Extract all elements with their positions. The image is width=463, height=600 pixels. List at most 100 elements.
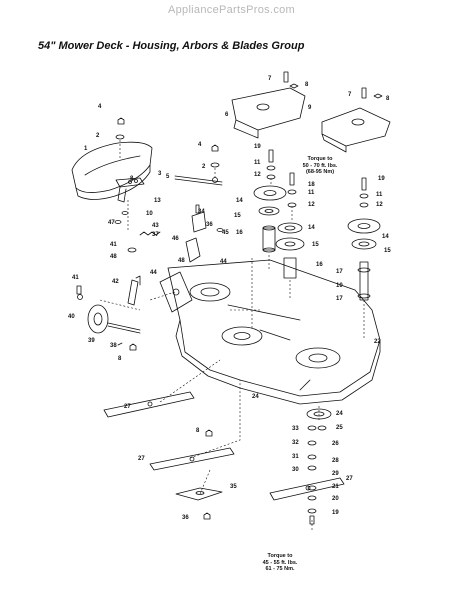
part-number-17b: 17 [336, 296, 343, 302]
part-number-12a: 12 [254, 172, 261, 178]
torque-callout-lower: Torque to 45 - 55 ft. lbs. 61 - 75 Nm. [250, 553, 310, 573]
part-number-4b: 4 [198, 142, 202, 148]
part-number-42: 42 [112, 279, 119, 285]
part-number-15b: 15 [312, 242, 319, 248]
part-number-38: 38 [110, 343, 117, 349]
spindle-hardware-lower [306, 408, 332, 525]
hardware-center [210, 144, 220, 168]
part-number-21: 21 [332, 484, 339, 490]
part-number-28: 28 [332, 458, 339, 464]
torque-upper-line-1: Torque to [307, 156, 333, 162]
pulley-stack-left [253, 149, 287, 253]
part-number-11b: 11 [308, 190, 315, 196]
part-number-12c: 12 [376, 202, 383, 208]
part-number-44a: 44 [150, 270, 157, 276]
torque-upper-line-3: (68-95 Nm) [305, 169, 335, 175]
part-number-11a: 11 [254, 160, 261, 166]
part-number-20: 20 [332, 496, 339, 502]
part-number-27c: 27 [346, 476, 353, 482]
deck-lift-bracket [159, 237, 201, 313]
small-brackets [191, 204, 224, 233]
part-number-27b: 27 [138, 456, 145, 462]
hanger-bracket [115, 177, 145, 203]
part-number-8e: 8 [196, 428, 200, 434]
page-title: 54" Mower Deck - Housing, Arbors & Blade… [38, 40, 305, 52]
part-number-31: 31 [292, 454, 299, 460]
part-number-29: 29 [332, 471, 339, 477]
part-number-48a: 48 [110, 254, 117, 260]
pulley-stack-middle [275, 172, 305, 279]
torque-lower-line-2: 45 - 55 ft. lbs. [262, 559, 298, 566]
part-number-17a: 17 [336, 269, 343, 275]
part-number-43: 43 [152, 223, 159, 229]
part-number-40: 40 [68, 314, 75, 320]
mower-blade-center [149, 447, 235, 471]
hardware-4-2 [115, 117, 125, 140]
part-number-12b: 12 [308, 202, 315, 208]
part-number-8b: 8 [386, 96, 390, 102]
part-number-22: 22 [374, 339, 381, 345]
part-number-35: 35 [230, 484, 237, 490]
part-number-46: 46 [172, 236, 179, 242]
part-number-9: 9 [308, 105, 312, 111]
part-number-39: 39 [88, 338, 95, 344]
part-number-44b: 44 [220, 259, 227, 265]
part-number-1: 1 [84, 146, 88, 152]
site-watermark: AppliancePartsPros.com [167, 4, 296, 16]
part-number-11c: 11 [376, 192, 383, 198]
part-number-14a: 14 [236, 198, 243, 204]
part-number-37: 37 [152, 232, 159, 238]
part-number-27a: 27 [124, 404, 131, 410]
part-number-2b: 2 [202, 164, 206, 170]
part-number-15a: 15 [234, 213, 241, 219]
mower-blade-left [103, 391, 195, 418]
belt-cover-right-lower [321, 107, 391, 153]
part-number-16a: 16 [236, 230, 243, 236]
part-number-10b: 10 [336, 283, 343, 289]
part-number-41b: 41 [110, 242, 117, 248]
part-number-19b: 19 [378, 176, 385, 182]
part-number-33: 33 [292, 426, 299, 432]
part-number-8d: 8 [118, 356, 122, 362]
belt-cover-left [71, 141, 153, 200]
part-number-4a: 4 [98, 104, 102, 110]
torque-upper-line-2: 50 - 70 ft. lbs. [302, 162, 338, 169]
part-number-5: 5 [166, 174, 170, 180]
part-number-6: 6 [225, 112, 229, 118]
mower-blade-right [269, 477, 345, 501]
part-number-47: 47 [108, 220, 115, 226]
part-number-25: 25 [336, 425, 343, 431]
part-number-13: 13 [154, 198, 161, 204]
blade-adapter [175, 487, 223, 501]
bolts-7-8 [283, 71, 383, 99]
part-number-30: 30 [292, 467, 299, 473]
gauge-wheel-assembly [76, 275, 141, 346]
part-number-8a: 8 [305, 82, 309, 88]
part-number-14c: 14 [382, 234, 389, 240]
part-number-18: 18 [308, 182, 315, 188]
torque-lower-line-1: Torque to [267, 553, 293, 559]
part-number-26: 26 [332, 441, 339, 447]
pulley-stack-right [347, 177, 381, 301]
part-number-8c: 8 [130, 176, 134, 182]
belt-cover-right-upper [231, 87, 306, 139]
part-number-41a: 41 [72, 275, 79, 281]
part-number-3: 3 [158, 171, 162, 177]
part-number-24b: 24 [252, 394, 259, 400]
part-number-14b: 14 [308, 225, 315, 231]
torque-callout-upper: Torque to 50 - 70 ft. lbs. (68-95 Nm) [290, 156, 350, 176]
part-number-48b: 48 [178, 258, 185, 264]
torque-lower-line-3: 61 - 75 Nm. [265, 566, 295, 572]
bottom-bolts [129, 343, 213, 520]
part-number-36b: 36 [206, 222, 213, 228]
part-number-2a: 2 [96, 133, 100, 139]
part-number-16b: 16 [316, 262, 323, 268]
part-number-24a: 24 [336, 411, 343, 417]
part-number-15c: 15 [384, 248, 391, 254]
part-number-7a: 7 [268, 76, 272, 82]
part-number-10: 10 [146, 211, 153, 217]
deck-housing [167, 259, 381, 405]
part-number-19a: 19 [254, 144, 261, 150]
part-number-19c: 19 [332, 510, 339, 516]
